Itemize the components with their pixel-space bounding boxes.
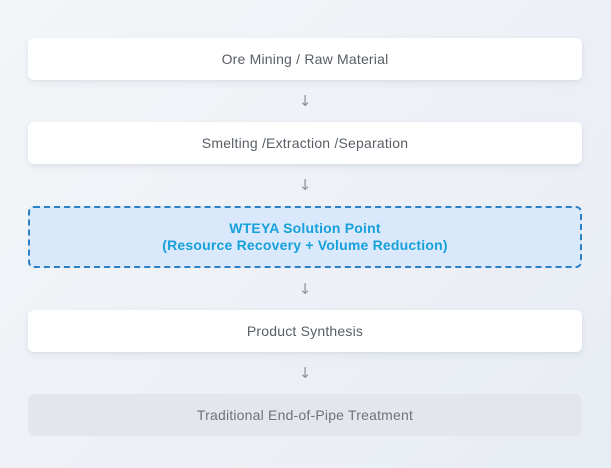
down-arrow-icon: ↓ <box>298 175 312 194</box>
step-product-synthesis: Product Synthesis <box>28 310 582 352</box>
down-arrow-icon: ↓ <box>298 363 312 382</box>
highlight-title: WTEYA Solution Point <box>229 220 381 236</box>
step-traditional-end-of-pipe-treatment: Traditional End-of-Pipe Treatment <box>28 394 582 436</box>
highlight-subtitle: (Resource Recovery + Volume Reduction) <box>162 237 448 253</box>
flow-connector: ↓ <box>28 164 582 206</box>
step-label: Traditional End-of-Pipe Treatment <box>196 407 414 423</box>
process-flowchart: Ore Mining / Raw Material ↓ Smelting /Ex… <box>28 38 582 436</box>
step-label: Ore Mining / Raw Material <box>221 51 389 67</box>
step-label: Smelting /Extraction /Separation <box>201 135 409 151</box>
flow-connector: ↓ <box>28 352 582 394</box>
step-label: Product Synthesis <box>246 323 364 339</box>
step-ore-mining: Ore Mining / Raw Material <box>28 38 582 80</box>
flow-connector: ↓ <box>28 80 582 122</box>
step-wteya-solution-point: WTEYA Solution Point (Resource Recovery … <box>28 206 582 268</box>
flow-connector: ↓ <box>28 268 582 310</box>
down-arrow-icon: ↓ <box>298 279 312 298</box>
step-smelting-extraction-separation: Smelting /Extraction /Separation <box>28 122 582 164</box>
down-arrow-icon: ↓ <box>298 91 312 110</box>
